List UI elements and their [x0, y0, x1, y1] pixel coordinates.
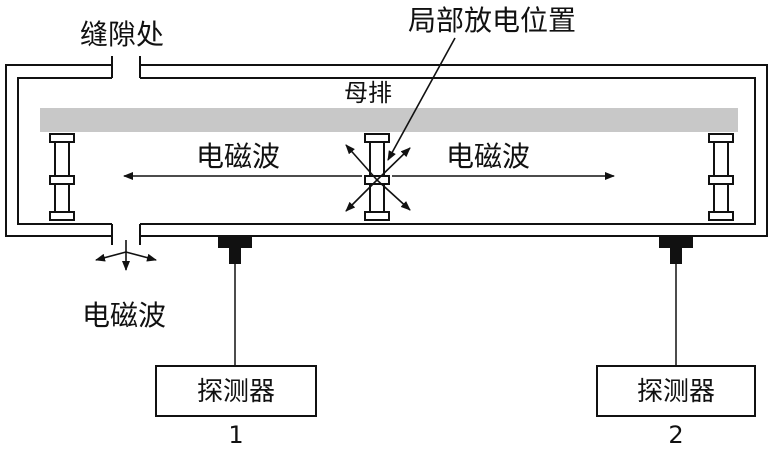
- detector-box-1: [155, 365, 317, 417]
- busbar-bar: [40, 108, 738, 132]
- detector-2-number: 2: [668, 421, 683, 449]
- busbar-label: 母排: [344, 79, 392, 107]
- em-wave-left-label: 电磁波: [196, 140, 280, 173]
- insulator-center: [364, 133, 390, 221]
- enclosure: [5, 56, 768, 245]
- detector-box-2: [596, 365, 756, 417]
- insulator-left: [49, 133, 75, 221]
- detector-1-number: 1: [228, 421, 243, 449]
- detector-1-label: 探测器: [197, 377, 275, 407]
- em-wave-right-label: 电磁波: [446, 140, 530, 173]
- discharge-radiation-arrows: [345, 144, 411, 212]
- pd-location-label: 局部放电位置: [408, 4, 576, 37]
- sensor-2: [659, 236, 693, 366]
- insulator-right: [708, 133, 734, 221]
- sensor-1: [218, 236, 252, 366]
- pd-location-leader: [387, 37, 456, 161]
- em-wave-escape-label: 电磁波: [82, 299, 166, 332]
- gap-label: 缝隙处: [80, 18, 164, 51]
- escape-arrows: [95, 240, 157, 271]
- detector-2-label: 探测器: [637, 377, 715, 407]
